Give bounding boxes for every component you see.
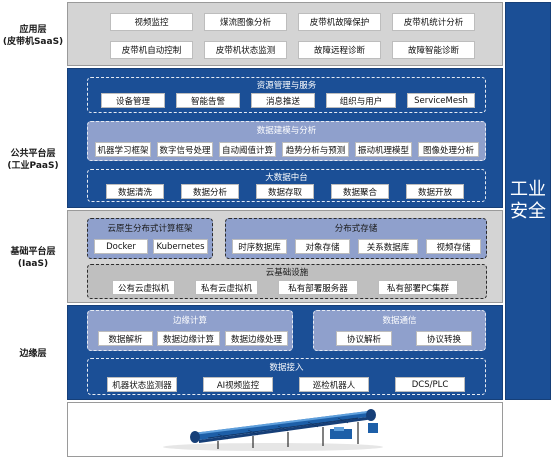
ingest-item: 巡检机器人 bbox=[299, 377, 369, 392]
comm-item: 协议转换 bbox=[416, 331, 472, 346]
ingest-item: AI视频监控 bbox=[203, 377, 273, 392]
modeling-group: 数据建模与分析 机器学习框架 数字信号处理 自动阈值计算 趋势分析与预测 振动机… bbox=[87, 121, 486, 161]
edge-compute-item: 数据边缘处理 bbox=[225, 331, 288, 346]
bigdata-item: 数据清洗 bbox=[106, 184, 164, 199]
group-title: 分布式存储 bbox=[334, 224, 378, 234]
modeling-item: 数字信号处理 bbox=[157, 142, 213, 157]
layer-sub: (IaaS) bbox=[17, 259, 49, 269]
group-title: 云基础设施 bbox=[265, 268, 309, 278]
layer-label-iaas: 基础平台层 (IaaS) bbox=[0, 246, 66, 270]
group-title: 数据通信 bbox=[382, 316, 417, 326]
edge-compute-group: 边缘计算 数据解析 数据边缘计算 数据边缘处理 bbox=[87, 310, 293, 351]
data-ingest-group: 数据接入 机器状态监测器 AI视频监控 巡检机器人 DCS/PLC bbox=[87, 358, 486, 395]
industrial-security-column: 工业 安全 bbox=[505, 2, 551, 400]
bigdata-item: 数据分析 bbox=[181, 184, 239, 199]
storage-item: 视频存储 bbox=[426, 239, 481, 254]
infra-item: 公有云虚拟机 bbox=[112, 280, 175, 295]
resource-group: 资源管理与服务 设备管理 智能告警 消息推送 组织与用户 ServiceMesh bbox=[87, 77, 486, 113]
app-item: 煤流图像分析 bbox=[204, 13, 287, 31]
layer-name: 公共平台层 bbox=[10, 149, 56, 159]
bigdata-item: 数据聚合 bbox=[331, 184, 389, 199]
belt-conveyor-illustration bbox=[163, 409, 383, 451]
data-comm-group: 数据通信 协议解析 协议转换 bbox=[313, 310, 486, 351]
infra-item: 私有部署PC集群 bbox=[378, 280, 458, 295]
storage-group: 分布式存储 时序数据库 对象存储 关系数据库 视频存储 bbox=[225, 218, 487, 259]
paas-layer-band: 资源管理与服务 设备管理 智能告警 消息推送 组织与用户 ServiceMesh… bbox=[67, 68, 503, 208]
storage-item: 时序数据库 bbox=[232, 239, 287, 254]
layer-name: 基础平台层 bbox=[10, 247, 56, 257]
edge-compute-item: 数据解析 bbox=[98, 331, 153, 346]
storage-item: 对象存储 bbox=[295, 239, 350, 254]
bigdata-item: 数据存取 bbox=[256, 184, 314, 199]
group-title: 大数据中台 bbox=[265, 173, 308, 183]
app-item: 皮带机故障保护 bbox=[298, 13, 381, 31]
modeling-item: 图像处理分析 bbox=[418, 142, 479, 157]
layer-label-edge: 边缘层 bbox=[0, 348, 66, 360]
app-layer-band: 视频监控 煤流图像分析 皮带机故障保护 皮带机统计分析 皮带机自动控制 皮带机状… bbox=[67, 2, 503, 66]
resource-item: 设备管理 bbox=[101, 93, 165, 108]
group-title: 云原生分布式计算框架 bbox=[107, 224, 193, 234]
app-item: 皮带机统计分析 bbox=[392, 13, 475, 31]
security-label-line1: 工业 bbox=[510, 179, 546, 200]
modeling-item: 振动机理模型 bbox=[355, 142, 412, 157]
security-label-line2: 安全 bbox=[510, 201, 546, 222]
app-item: 皮带机状态监测 bbox=[204, 41, 287, 59]
resource-item: 消息推送 bbox=[251, 93, 315, 108]
app-item: 皮带机自动控制 bbox=[110, 41, 193, 59]
layer-sub: (皮带机SaaS) bbox=[2, 37, 64, 47]
layer-name: 应用层 bbox=[19, 25, 47, 35]
group-title: 边缘计算 bbox=[172, 316, 207, 326]
bigdata-item: 数据开放 bbox=[406, 184, 464, 199]
ingest-item: DCS/PLC bbox=[395, 377, 465, 392]
layer-name: 边缘层 bbox=[19, 349, 47, 359]
infra-group: 云基础设施 公有云虚拟机 私有云虚拟机 私有部署服务器 私有部署PC集群 bbox=[87, 264, 487, 299]
cloud-native-item: Docker bbox=[94, 239, 148, 254]
layer-label-paas: 公共平台层 (工业PaaS) bbox=[0, 148, 66, 172]
cloud-native-group: 云原生分布式计算框架 Docker Kubernetes bbox=[87, 218, 213, 259]
bigdata-group: 大数据中台 数据清洗 数据分析 数据存取 数据聚合 数据开放 bbox=[87, 169, 486, 202]
group-title: 数据接入 bbox=[269, 363, 304, 373]
storage-item: 关系数据库 bbox=[358, 239, 418, 254]
cloud-native-item: Kubernetes bbox=[153, 239, 208, 254]
modeling-item: 自动阈值计算 bbox=[219, 142, 276, 157]
ingest-item: 机器状态监测器 bbox=[107, 377, 177, 392]
infra-item: 私有部署服务器 bbox=[278, 280, 358, 295]
iaas-layer-band: 云原生分布式计算框架 Docker Kubernetes 分布式存储 时序数据库… bbox=[67, 210, 503, 303]
edge-layer-band: 边缘计算 数据解析 数据边缘计算 数据边缘处理 数据通信 协议解析 协议转换 数… bbox=[67, 305, 503, 400]
app-item: 故障远程诊断 bbox=[298, 41, 381, 59]
group-title: 资源管理与服务 bbox=[256, 81, 317, 91]
conveyor-image-band bbox=[67, 402, 503, 457]
resource-item: 智能告警 bbox=[176, 93, 240, 108]
resource-item: 组织与用户 bbox=[326, 93, 396, 108]
infra-item: 私有云虚拟机 bbox=[195, 280, 258, 295]
app-item: 视频监控 bbox=[110, 13, 193, 31]
modeling-item: 机器学习框架 bbox=[95, 142, 151, 157]
app-item: 故障智能诊断 bbox=[392, 41, 475, 59]
comm-item: 协议解析 bbox=[336, 331, 392, 346]
modeling-item: 趋势分析与预测 bbox=[282, 142, 349, 157]
edge-compute-item: 数据边缘计算 bbox=[157, 331, 220, 346]
resource-item: ServiceMesh bbox=[407, 93, 475, 108]
layer-label-app: 应用层 (皮带机SaaS) bbox=[0, 24, 66, 48]
layer-sub: (工业PaaS) bbox=[7, 161, 59, 171]
group-title: 数据建模与分析 bbox=[256, 126, 317, 136]
